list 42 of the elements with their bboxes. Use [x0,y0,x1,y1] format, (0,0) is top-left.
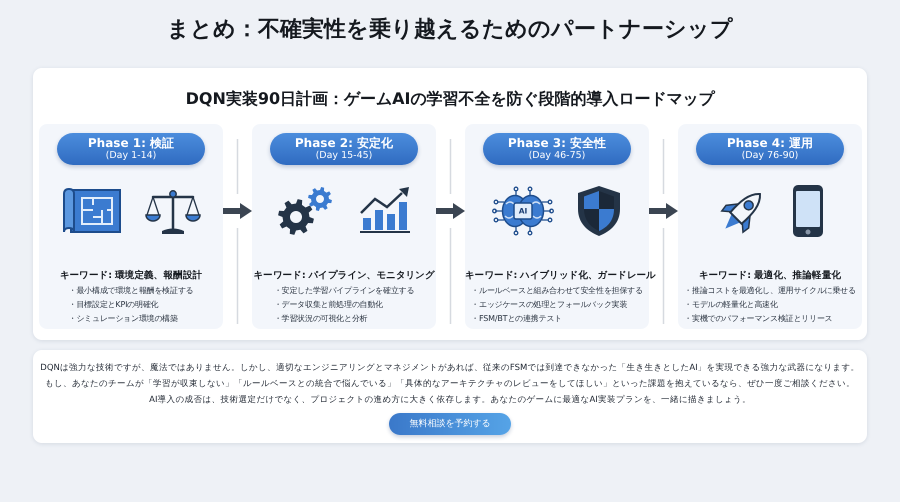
bullet-text: ・最小構成で環境と報酬を検証する [68,285,194,297]
bullet-text: ・目標設定とKPIの明確化 [68,299,158,311]
phase-header [696,133,844,165]
page-title: まとめ：不確実性を乗り越えるためのパートナーシップ [167,16,733,44]
message-panel [33,350,867,443]
keyword-text: キーワード: パイプライン、モニタリング [253,269,435,283]
phase-title: Phase 1: 検証 [88,136,174,150]
phase-title: Phase 2: 安定化 [294,136,394,150]
phase-header [57,133,205,165]
bullet-text: ・学習状況の可視化と分析 [274,313,368,325]
bullet-text: ・FSM/BTとの連携テスト [471,313,562,325]
phase-header [483,133,631,165]
phase-days: (Day 1-14) [106,150,156,162]
phase-column [678,124,862,329]
booking-button: 無料相談を予約する [389,413,511,435]
arrow [223,203,252,219]
phase-days: (Day 46-75) [528,150,586,162]
phase-title: Phase 4: 運用 [726,136,814,150]
arrow [649,203,678,219]
bullet-text: ・実機でのパフォーマンス検証とリリース [684,313,832,325]
phase-column [252,124,436,329]
bullet-text: ・安定した学習パイプラインを確立する [274,285,414,297]
bullet-text: ・推論コストを最適化し、運用サイクルに乗せる [684,285,856,297]
roadmap-card [33,68,867,340]
phase-days: (Day 76-90) [742,150,798,162]
bullet-text: ・データ収集と前処理の自動化 [274,299,383,311]
phase-header [270,133,418,165]
keyword-text: キーワード: ハイブリッド化、ガードレール [465,269,656,283]
bullet-text: ・エッジケースの処理とフォールバック実装 [471,299,628,311]
bullet-text: ・シミュレーション環境の構築 [68,313,178,325]
message-text: AI導入の成否は、技術選定だけでなく、プロジェクトの進め方に大きく依存します。あなたのゲームに最適なAI実装プランを、一緒に描きましょう。 [149,394,751,407]
phase-days: (Day 15-45) [316,150,372,162]
message-text: DQNは強力な技術ですが、魔法ではありません。しかし、適切なエンジニアリングとマネジメントがあれば、従来のFSMでは到達できなかった「生き生きとしたAI」を実現できる強力な武器になります。 [40,362,860,375]
keyword-text: キーワード: 最適化、推論軽量化 [698,269,842,283]
keyword-text: キーワード: 環境定義、報酬設計 [60,269,202,283]
arrow [436,203,465,219]
bullet-text: ・モデルの軽量化と高速化 [684,299,778,311]
phase-title: Phase 3: 安全性 [508,136,606,150]
roadmap-heading: DQN実装90日計画：ゲームAIの学習不全を防ぐ段階的導入ロードマップ [186,88,714,110]
message-text: もし、あなたのチームが「学習が収束しない」「ルールベースとの統合で悩んでいる」「具体的なアーキテクチャのレビューをしてほしい」といった課題を抱えているなら、ぜひ一度ご相談ください。 [45,378,855,391]
phase-column [39,124,223,329]
bullet-text: ・ルールベースと組み合わせて安全性を担保する [471,285,643,297]
